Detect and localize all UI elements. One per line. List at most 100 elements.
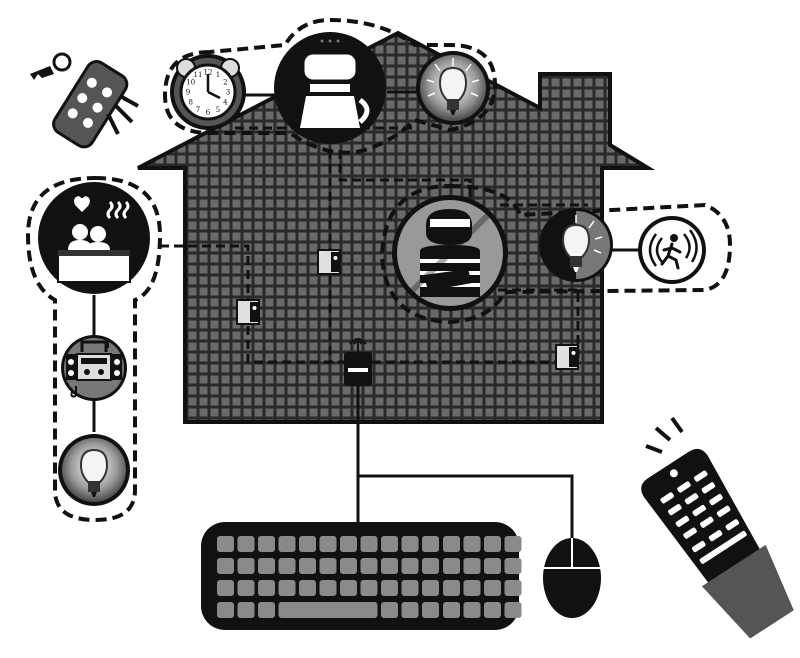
keyboard-key[interactable] — [319, 558, 337, 574]
burglar-prohibited-icon — [409, 209, 491, 297]
zone-morning — [162, 17, 498, 155]
keyboard-key[interactable] — [217, 580, 234, 596]
keyboard-key[interactable] — [484, 602, 501, 618]
keyboard-key[interactable] — [504, 602, 522, 618]
keyboard-key[interactable] — [319, 580, 337, 596]
no-burglar-node — [392, 195, 508, 311]
mouse-icon — [543, 538, 601, 618]
light-bulb-icon — [426, 58, 480, 115]
keyboard-key[interactable] — [463, 580, 481, 596]
keyboard-key[interactable] — [278, 558, 296, 574]
keyboard-key[interactable] — [443, 580, 460, 596]
stereo-node — [61, 335, 127, 401]
keyboard-key[interactable] — [443, 536, 460, 552]
zone-relax — [25, 175, 163, 523]
keyboard-key[interactable] — [360, 536, 378, 552]
keyboard-key[interactable] — [217, 536, 234, 552]
keyboard-key[interactable] — [217, 558, 234, 574]
keyboard-key[interactable] — [360, 558, 378, 574]
keyboard-key[interactable] — [278, 602, 378, 618]
keyboard-key[interactable] — [237, 536, 255, 552]
keyboard-key[interactable] — [319, 536, 337, 552]
keyboard-key[interactable] — [217, 602, 234, 618]
keyboard-key[interactable] — [422, 602, 439, 618]
keyboard-key[interactable] — [278, 580, 296, 596]
stereo-icon — [66, 338, 122, 398]
tv-remote[interactable] — [608, 401, 800, 645]
clock-numeral: 10 — [186, 79, 195, 87]
plug-module-1 — [317, 249, 341, 275]
clock-numeral: 1 — [216, 71, 220, 79]
keyboard-key[interactable] — [443, 558, 460, 574]
house — [137, 30, 656, 424]
keyboard-key[interactable] — [381, 602, 398, 618]
keyboard-key[interactable] — [463, 536, 481, 552]
keyboard-key[interactable] — [258, 536, 275, 552]
clock-numeral: 7 — [196, 106, 200, 114]
keyboard-key[interactable] — [258, 602, 275, 618]
keyboard-keys — [217, 536, 522, 618]
coffee-maker-node — [274, 32, 386, 144]
coffee-maker-icon — [300, 39, 370, 128]
keyboard-key[interactable] — [463, 558, 481, 574]
keyboard-key[interactable] — [443, 602, 460, 618]
keyboard-key[interactable] — [340, 580, 357, 596]
keyboard-key[interactable] — [401, 602, 419, 618]
keyboard-key[interactable] — [484, 536, 501, 552]
keyboard-key[interactable] — [484, 558, 501, 574]
lamp-top-node — [416, 51, 490, 125]
keyboard-key[interactable] — [278, 536, 296, 552]
keyboard[interactable] — [201, 522, 522, 630]
key-fob-icon — [30, 52, 139, 149]
wireless-hub-icon — [344, 338, 372, 386]
keyboard-key[interactable] — [381, 558, 398, 574]
keyboard-key[interactable] — [401, 558, 419, 574]
keyboard-key[interactable] — [504, 558, 522, 574]
keyboard-key[interactable] — [360, 580, 378, 596]
clock-numeral: 2 — [223, 79, 227, 87]
keyboard-key[interactable] — [504, 580, 522, 596]
keyboard-key[interactable] — [422, 536, 439, 552]
keyboard-key[interactable] — [401, 536, 419, 552]
hot-tub-node — [38, 182, 150, 294]
keyboard-key[interactable] — [381, 536, 398, 552]
clock-numeral: 8 — [188, 99, 192, 107]
plug-module-2 — [236, 299, 260, 325]
house-silhouette — [137, 30, 656, 424]
keyboard-key[interactable] — [258, 580, 275, 596]
mouse[interactable] — [543, 538, 601, 618]
lamp-right-node — [539, 208, 613, 282]
keyboard-key[interactable] — [381, 580, 398, 596]
keyboard-key[interactable] — [340, 558, 357, 574]
clock-numeral: 6 — [206, 109, 211, 117]
clock-numeral: 3 — [226, 89, 230, 97]
key-fob-remote[interactable] — [30, 52, 139, 151]
plug-module-3 — [555, 344, 579, 370]
keyboard-key[interactable] — [237, 558, 255, 574]
keyboard-key[interactable] — [258, 558, 275, 574]
keyboard-key[interactable] — [299, 580, 316, 596]
keyboard-key[interactable] — [484, 580, 501, 596]
zone-security — [379, 183, 733, 325]
lamp-left-node — [58, 434, 130, 506]
keyboard-key[interactable] — [463, 602, 481, 618]
keyboard-key[interactable] — [237, 602, 255, 618]
light-bulb-icon — [79, 448, 109, 497]
keyboard-key[interactable] — [299, 558, 316, 574]
keyboard-key[interactable] — [422, 558, 439, 574]
keyboard-key[interactable] — [504, 536, 522, 552]
keyboard-key[interactable] — [401, 580, 419, 596]
motion-sensor-icon — [648, 229, 698, 270]
clock-numeral: 4 — [223, 99, 228, 107]
clock-numeral: 12 — [204, 69, 213, 77]
keyboard-key[interactable] — [237, 580, 255, 596]
keyboard-key[interactable] — [299, 536, 316, 552]
clock-numeral: 11 — [194, 71, 203, 79]
light-bulb-icon — [561, 211, 610, 279]
keyboard-key[interactable] — [340, 536, 357, 552]
keyboard-key[interactable] — [422, 580, 439, 596]
clock-numeral: 5 — [216, 106, 220, 114]
